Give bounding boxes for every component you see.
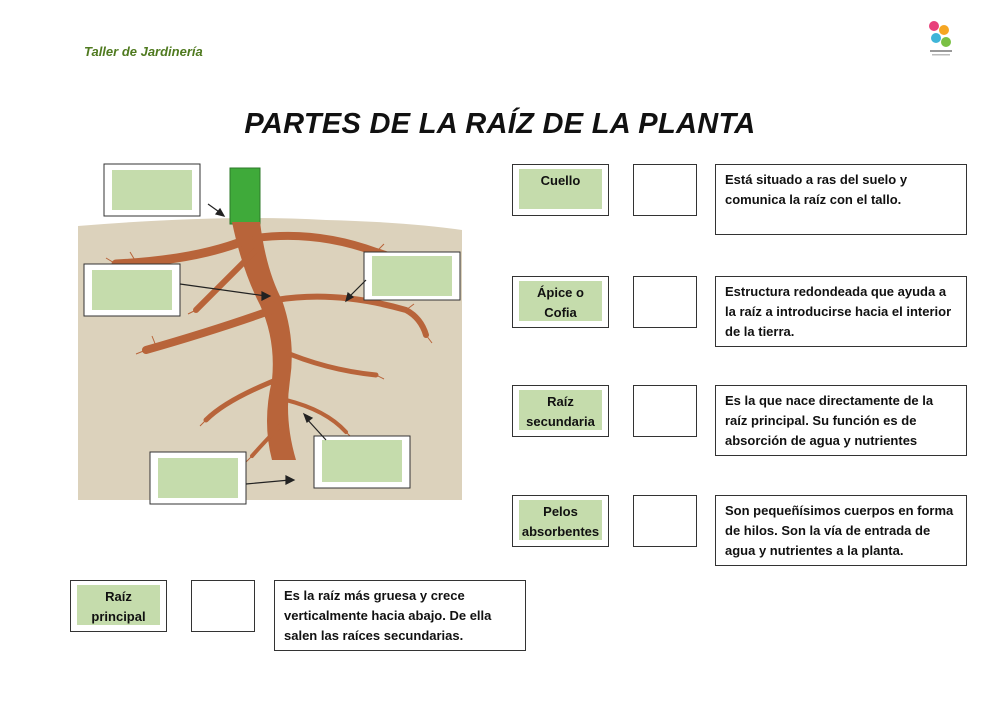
term-box-pelos-absorbentes[interactable]: Pelos absorbentes (512, 495, 609, 547)
arrows (179, 203, 367, 485)
term-box-apice[interactable]: Ápice o Cofia (512, 276, 609, 328)
answer-box-5[interactable] (191, 580, 255, 632)
answer-box-3[interactable] (633, 385, 697, 437)
page-title: PARTES DE LA RAÍZ DE LA PLANTA (244, 108, 756, 140)
term-box-cuello[interactable]: Cuello (512, 164, 609, 216)
stem (229, 167, 261, 225)
description-box: Es la que nace directamente de la raíz p… (715, 385, 967, 456)
term-label: Cuello (519, 169, 602, 209)
description-box: Estructura redondeada que ayuda a la raí… (715, 276, 967, 347)
term-box-raiz-principal[interactable]: Raíz principal (70, 580, 167, 632)
description-box: Es la raíz más gruesa y crece verticalme… (274, 580, 526, 651)
answer-box-4[interactable] (633, 495, 697, 547)
term-label: Pelos absorbentes (519, 500, 602, 540)
root-diagram (76, 160, 476, 510)
answer-box-1[interactable] (633, 164, 697, 216)
main-root (232, 222, 296, 460)
description-box: Está situado a ras del suelo y comunica … (715, 164, 967, 235)
answer-box-2[interactable] (633, 276, 697, 328)
description-box: Son pequeñísimos cuerpos en forma de hil… (715, 495, 967, 566)
term-box-raiz-secundaria[interactable]: Raíz secundaria (512, 385, 609, 437)
term-label: Raíz secundaria (519, 390, 602, 430)
secondary-roots (111, 231, 440, 458)
term-label: Raíz principal (77, 585, 160, 625)
root-illustration (78, 163, 462, 505)
header-label: Taller de Jardinería (84, 44, 203, 59)
term-label: Ápice o Cofia (519, 281, 602, 321)
school-logo (929, 21, 952, 56)
